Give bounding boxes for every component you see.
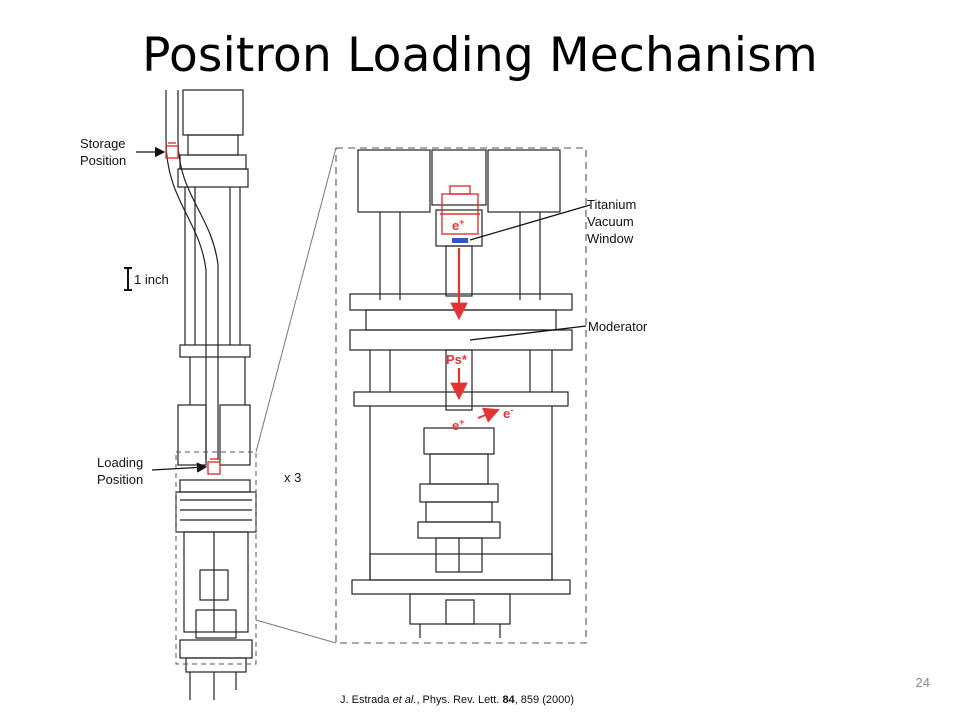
positron-source-cartridge [440,185,480,235]
slide-title: Positron Loading Mechanism [142,28,818,83]
titanium-label-3: Window [587,231,634,246]
vacuum-window [452,238,468,243]
electron-emission-arrow [477,407,500,423]
magnification-label: x 3 [284,470,301,485]
storage-cartridge [165,142,179,159]
storage-label-2: Position [80,153,126,168]
titanium-window-pointer [469,204,591,241]
scale-label: 1 inch [134,272,169,287]
citation: J. Estrada et al., Phys. Rev. Lett. 84, … [340,694,575,706]
magnified-apparatus [349,149,573,638]
apparatus-overview [165,89,257,700]
positronium-label: Ps* [446,352,468,367]
loading-label-1: Loading [97,455,143,470]
moderator-pointer [469,325,587,341]
storage-label-1: Storage [80,136,126,151]
loading-label-2: Position [97,472,143,487]
zoom-region-box [175,451,257,665]
loading-cartridge [207,458,221,475]
zoom-connector-bottom [255,619,337,644]
moderator-label: Moderator [588,319,648,334]
scale-bar-icon [124,267,132,291]
titanium-label-1: Titanium [587,197,636,212]
positron-top-label: e+ [452,217,465,233]
loading-arrow [151,462,208,473]
titanium-label-2: Vacuum [587,214,634,229]
page-number: 24 [915,675,930,690]
magnified-view-box [335,147,587,644]
zoom-connector-top [255,147,337,453]
positron-bottom-label: e+ [452,417,465,433]
electron-label: e- [503,405,513,421]
